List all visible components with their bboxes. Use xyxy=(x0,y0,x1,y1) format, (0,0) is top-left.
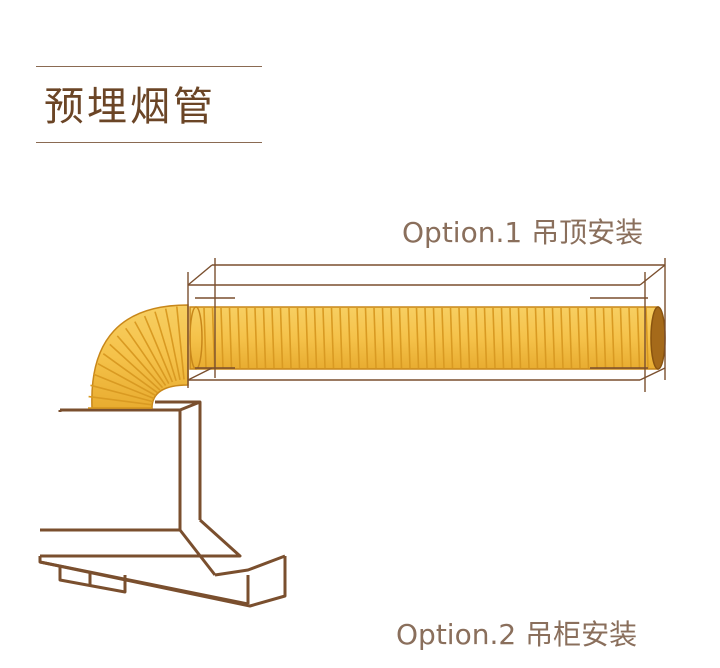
duct-rib xyxy=(526,307,530,369)
duct-rib xyxy=(364,307,369,369)
duct-rib xyxy=(594,307,598,369)
duct-rib xyxy=(517,307,522,369)
ceiling-outline xyxy=(187,258,666,392)
duct-rib xyxy=(390,307,394,369)
duct-straight xyxy=(189,306,666,370)
duct-rib xyxy=(398,307,403,369)
duct-rib xyxy=(245,307,250,369)
hood-control-panel xyxy=(58,566,127,594)
duct-rib xyxy=(534,307,539,369)
duct-rib xyxy=(611,307,615,369)
duct-rib xyxy=(415,307,420,369)
duct-rib xyxy=(211,307,216,369)
duct-rib xyxy=(203,307,207,369)
hood-upper-box xyxy=(60,400,202,520)
duct-rib xyxy=(330,307,335,369)
duct-rib xyxy=(619,307,624,369)
duct-rib xyxy=(449,307,454,369)
duct-rib xyxy=(279,307,284,369)
duct-rib xyxy=(176,306,185,380)
duct-rib xyxy=(116,335,164,389)
duct-rib xyxy=(347,307,352,369)
duct-rib xyxy=(339,307,343,369)
duct-rib xyxy=(568,307,573,369)
duct-end-opening xyxy=(650,306,666,370)
duct-rib xyxy=(441,307,445,369)
duct-rib xyxy=(220,307,224,369)
duct-elbow xyxy=(88,304,189,409)
hood-base xyxy=(38,556,287,608)
duct-rib xyxy=(271,307,275,369)
duct-rib xyxy=(322,307,326,369)
page-title: 预埋烟管 xyxy=(44,84,216,130)
duct-rib xyxy=(466,307,471,369)
duct-rib xyxy=(125,327,167,386)
option-1-label: Option.1 吊顶安装 xyxy=(402,216,644,249)
duct-rib xyxy=(356,307,360,369)
duct-rib xyxy=(228,307,233,369)
duct-rib xyxy=(458,307,462,369)
duct-rib xyxy=(585,307,590,369)
duct-rib xyxy=(543,307,547,369)
duct-rib xyxy=(154,311,177,382)
duct-rib xyxy=(109,343,161,391)
duct-rib xyxy=(432,307,437,369)
duct-rib xyxy=(143,315,174,383)
duct-rib xyxy=(313,307,318,369)
duct-rib xyxy=(628,307,632,369)
duct-rib xyxy=(424,307,428,369)
duct-rib xyxy=(97,362,156,397)
duct-rib xyxy=(164,308,181,381)
title-bottom-rule xyxy=(36,142,262,143)
duct-rib xyxy=(296,307,301,369)
duct-rib xyxy=(262,307,267,369)
duct-rib xyxy=(237,307,241,369)
duct-rib xyxy=(305,307,309,369)
duct-rib xyxy=(373,307,377,369)
duct-rib xyxy=(560,307,564,369)
duct-rib xyxy=(288,307,292,369)
title-top-rule xyxy=(36,66,262,67)
duct-rib xyxy=(509,307,513,369)
duct-rib xyxy=(93,373,155,400)
duct-rib xyxy=(645,307,649,369)
duct-rib xyxy=(381,307,386,369)
duct-rib xyxy=(500,307,505,369)
duct-rib xyxy=(577,307,581,369)
duct-rib xyxy=(407,307,411,369)
duct-rib xyxy=(90,384,154,403)
duct-rib xyxy=(483,307,488,369)
range-hood xyxy=(38,400,287,608)
duct-rib xyxy=(492,307,496,369)
duct-rib xyxy=(88,395,153,406)
duct-rib xyxy=(102,353,158,394)
option-2-label: Option.2 吊柜安装 xyxy=(396,618,638,651)
duct-rib xyxy=(602,307,607,369)
duct-rib xyxy=(636,307,641,369)
duct-rib xyxy=(551,307,556,369)
duct-rib xyxy=(134,321,170,384)
duct-rib xyxy=(254,307,258,369)
duct-rib xyxy=(475,307,479,369)
